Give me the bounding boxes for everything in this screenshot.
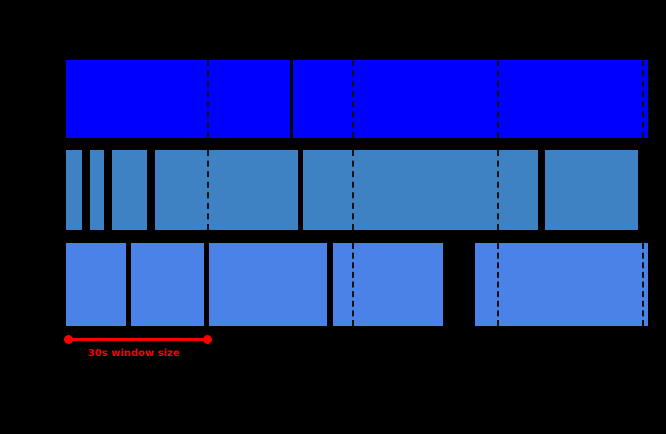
- window-boundary-line-3-r3: [497, 243, 499, 326]
- window-boundary-line-3-r1: [497, 60, 499, 138]
- segment-row2-5: [545, 150, 638, 230]
- segment-row3-1: [131, 243, 204, 326]
- segment-row1-0: [66, 60, 290, 138]
- window-boundary-line-4-r3: [642, 243, 644, 326]
- segment-row2-0: [66, 150, 82, 230]
- segment-row3-0: [66, 243, 126, 326]
- segment-row1-1: [293, 60, 648, 138]
- segment-row2-1: [90, 150, 104, 230]
- segment-row3-3: [333, 243, 443, 326]
- window-size-annotation-label: 30s window size: [88, 348, 180, 359]
- window-size-annotation-line: [68, 338, 207, 341]
- window-boundary-line-3-r2: [497, 150, 499, 230]
- segment-row2-4: [303, 150, 538, 230]
- window-boundary-line-2-r3: [352, 243, 354, 326]
- window-boundary-line-2-r2: [352, 150, 354, 230]
- segment-row3-2: [209, 243, 327, 326]
- segment-row3-4: [475, 243, 648, 326]
- window-boundary-line-1-r1: [207, 60, 209, 138]
- window-boundary-line-4-r1: [642, 60, 644, 138]
- segment-row2-2: [112, 150, 147, 230]
- segment-row2-3: [155, 150, 298, 230]
- window-size-annotation-cap-left: [64, 335, 73, 344]
- window-size-annotation-cap-right: [203, 335, 212, 344]
- window-boundary-line-2-r1: [352, 60, 354, 138]
- window-boundary-line-1-r2: [207, 150, 209, 230]
